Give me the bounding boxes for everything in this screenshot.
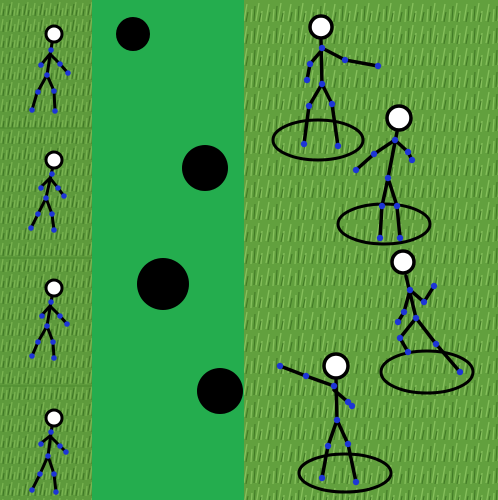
center-lane xyxy=(92,0,244,500)
ball[interactable] xyxy=(137,258,189,310)
right-field-background xyxy=(244,0,498,500)
ball[interactable] xyxy=(116,17,150,51)
ball[interactable] xyxy=(182,145,228,191)
ball[interactable] xyxy=(197,368,243,414)
